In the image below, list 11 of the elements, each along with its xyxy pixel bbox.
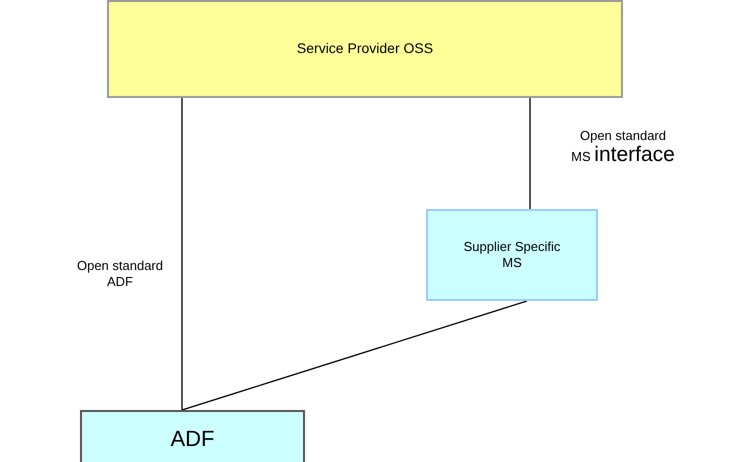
connector-line	[529, 98, 531, 209]
node-title: Service Provider OSS	[296, 40, 434, 58]
node-label: ADF	[170, 425, 216, 453]
process-box	[80, 410, 305, 462]
edge-label: Open standard ADF	[76, 258, 164, 290]
header-box	[107, 0, 623, 98]
node-label: Supplier Specific MS	[462, 238, 562, 272]
connector-line	[182, 300, 528, 411]
connector-line	[181, 98, 183, 410]
process-box	[426, 209, 598, 301]
edge-label: Open standard MS interface	[570, 128, 676, 166]
